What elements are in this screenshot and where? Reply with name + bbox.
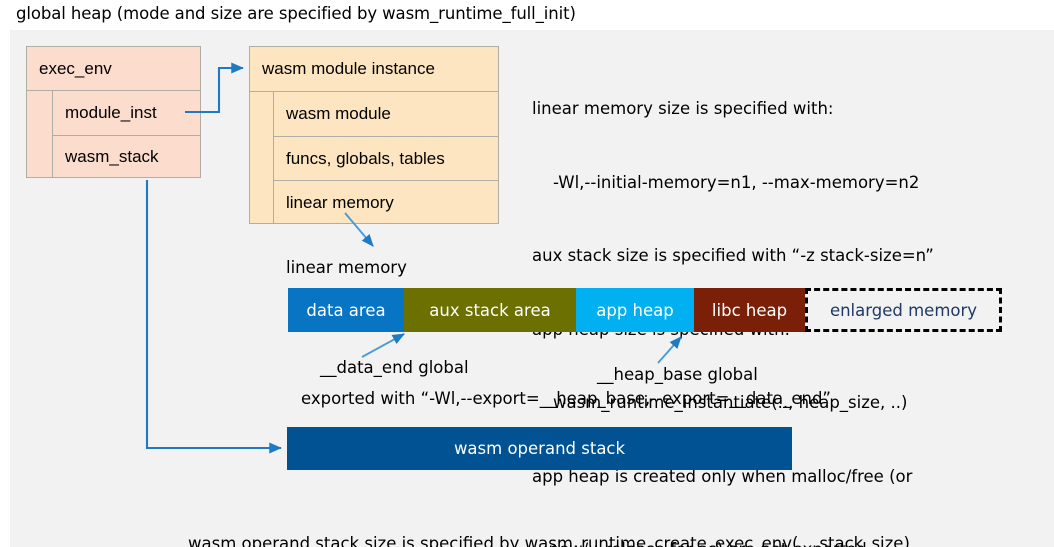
- memory-segment-app-heap: app heap: [576, 288, 694, 332]
- description-line-2: -Wl,--initial-memory=n1, --max-memory=n2: [532, 172, 920, 192]
- exec-env-box: exec_env module_inst wasm_stack: [26, 46, 201, 178]
- exec-env-body: module_inst wasm_stack: [27, 91, 200, 178]
- wasm-module-instance-header: wasm module instance: [250, 47, 498, 92]
- export-flags-label: exported with “-Wl,--export=__heap_base,…: [301, 389, 831, 408]
- exec-env-row-module-inst: module_inst: [65, 102, 157, 122]
- wasm-module-instance-body: wasm module funcs, globals, tables linea…: [250, 92, 498, 224]
- data-end-global-label: __data_end global: [320, 358, 469, 377]
- bottom-note-line-1: wasm operand stack size is specified by …: [188, 534, 910, 547]
- linear-memory-bar: data area aux stack area app heap libc h…: [288, 288, 1002, 332]
- description-line-5: wasm_runtime_instantiate(.., heap_size, …: [532, 393, 908, 412]
- description-line-3: aux stack size is specified with “-z sta…: [532, 246, 934, 265]
- exec-env-gutter: [27, 91, 53, 178]
- heap-base-global-label: __heap_base global: [597, 365, 758, 384]
- page-title: global heap (mode and size are specified…: [16, 4, 576, 23]
- description-line-1: linear memory size is specified with:: [532, 99, 834, 118]
- wasm-operand-stack-box: wasm operand stack: [287, 427, 792, 470]
- wasm-module-instance-rows: wasm module funcs, globals, tables linea…: [274, 92, 498, 224]
- memory-segment-aux-stack-area: aux stack area: [404, 288, 576, 332]
- exec-env-row-wasm-stack: wasm_stack: [53, 134, 200, 179]
- wasm-module-instance-box: wasm module instance wasm module funcs, …: [249, 46, 499, 224]
- memory-segment-data-area: data area: [288, 288, 404, 332]
- row-linear-memory: linear memory: [274, 180, 498, 224]
- description-line-6: app heap is created only when malloc/fre…: [532, 466, 913, 486]
- row-funcs-globals-tables: funcs, globals, tables: [274, 136, 498, 180]
- description-line-7: __new/__release for as) are not exported: [532, 538, 1037, 547]
- exec-env-rows: module_inst wasm_stack: [53, 91, 200, 178]
- wasm-module-instance-gutter: [250, 92, 274, 224]
- exec-env-header: exec_env: [27, 47, 200, 91]
- memory-segment-libc-heap: libc heap: [694, 288, 805, 332]
- linear-memory-label: linear memory: [286, 258, 407, 277]
- memory-segment-enlarged-memory: enlarged memory: [805, 288, 1002, 332]
- bottom-note-text: wasm operand stack size is specified by …: [188, 481, 910, 547]
- row-wasm-module: wasm module: [286, 104, 391, 123]
